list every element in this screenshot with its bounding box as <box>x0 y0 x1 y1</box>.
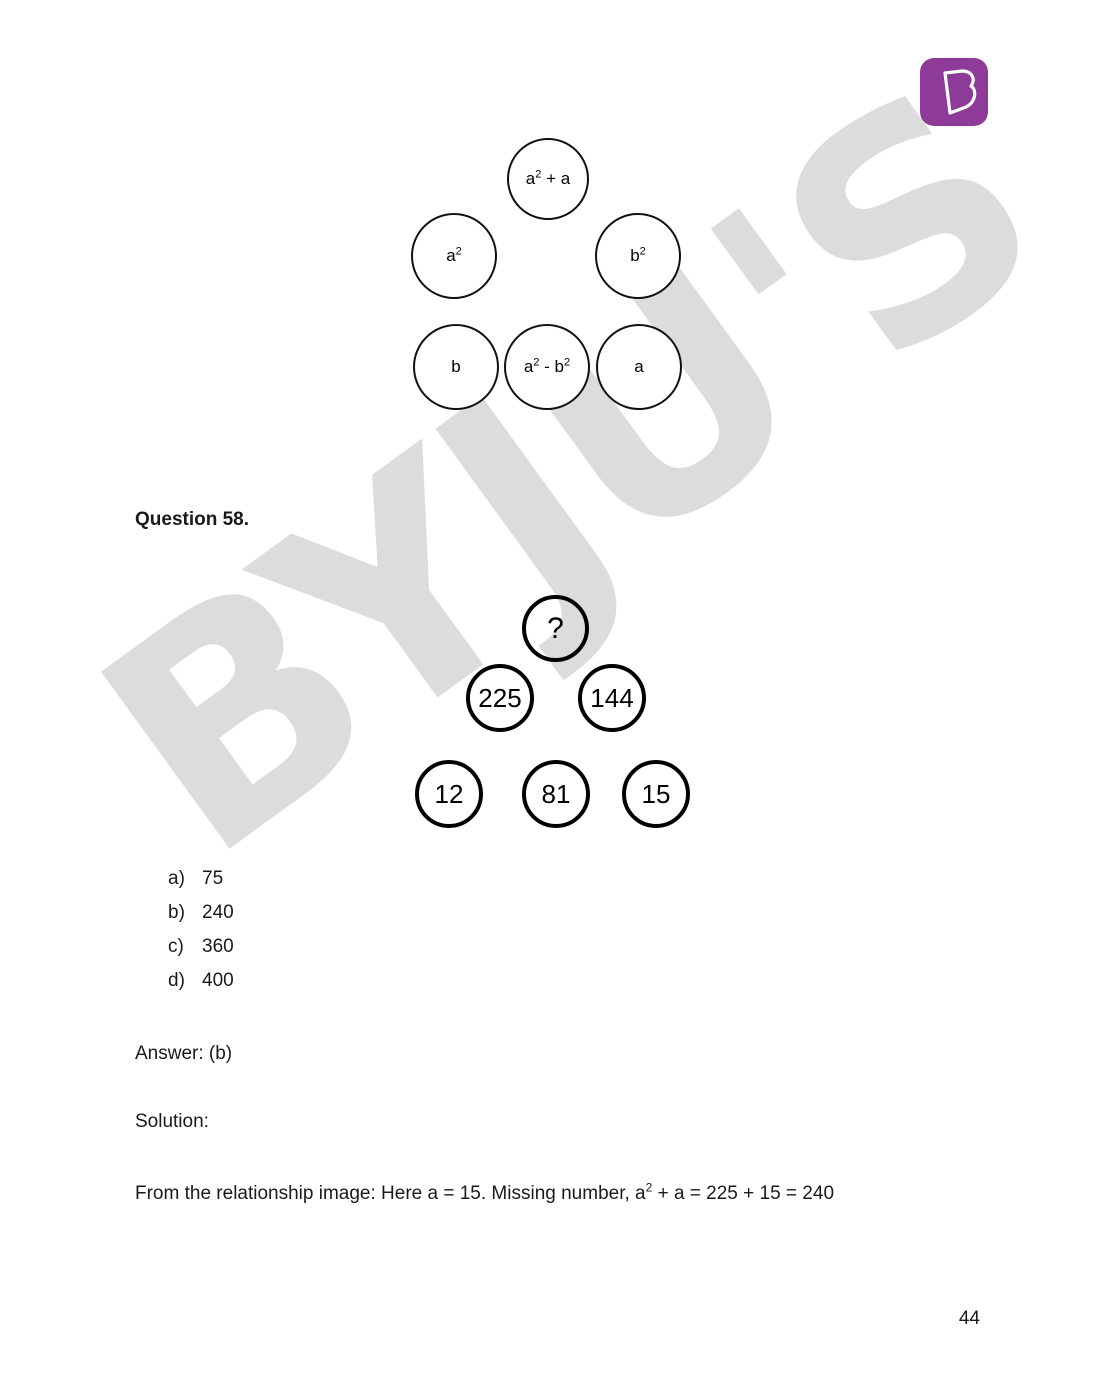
puzzle-node-bottom-mid-label: 81 <box>541 778 571 809</box>
relationship-node-mid-right-label: b2 <box>630 245 646 265</box>
answer-options-list: a) 75 b) 240 c) 360 d) 400 <box>168 862 234 998</box>
option-a-letter: a) <box>168 868 185 889</box>
solution-text-after: + a = 225 + 15 = 240 <box>652 1183 835 1204</box>
question-heading: Question 58. <box>135 509 250 530</box>
page-number: 44 <box>958 1308 980 1329</box>
relationship-diagram: a2 + a a2 b2 b a2 - b2 a <box>405 138 695 418</box>
relationship-node-top: a2 + a <box>507 138 589 220</box>
byjus-logo-icon <box>920 58 988 126</box>
relationship-node-mid-left-label: a2 <box>446 245 462 265</box>
option-c-letter: c) <box>168 936 184 957</box>
option-b-letter: b) <box>168 902 185 923</box>
option-c[interactable]: c) 360 <box>168 930 234 964</box>
option-a-value: 75 <box>202 868 224 889</box>
relationship-node-mid-right: b2 <box>595 213 681 299</box>
puzzle-node-bottom-left: 12 <box>415 760 483 828</box>
puzzle-node-mid-left: 225 <box>466 664 534 732</box>
puzzle-diagram: ? 225 144 12 81 15 <box>410 595 700 835</box>
puzzle-node-bottom-mid: 81 <box>522 760 590 828</box>
relationship-node-bottom-right-label: a <box>634 357 644 376</box>
solution-text-before: From the relationship image: Here a = 15… <box>135 1183 646 1204</box>
puzzle-node-bottom-right-label: 15 <box>641 778 671 809</box>
puzzle-node-top: ? <box>522 595 589 662</box>
puzzle-node-bottom-right: 15 <box>622 760 690 828</box>
relationship-node-bottom-left-label: b <box>451 357 461 376</box>
puzzle-node-mid-right-label: 144 <box>590 682 634 713</box>
option-a[interactable]: a) 75 <box>168 862 234 896</box>
relationship-node-bottom-mid: a2 - b2 <box>504 324 590 410</box>
solution-text: From the relationship image: Here a = 15… <box>135 1180 834 1209</box>
puzzle-node-top-label: ? <box>547 611 564 645</box>
option-b[interactable]: b) 240 <box>168 896 234 930</box>
puzzle-node-mid-right: 144 <box>578 664 646 732</box>
solution-exponent: 2 <box>645 1180 653 1195</box>
option-d-value: 400 <box>202 970 234 991</box>
relationship-node-bottom-right: a <box>596 324 682 410</box>
solution-label: Solution: <box>135 1111 209 1132</box>
relationship-node-mid-left: a2 <box>411 213 497 299</box>
relationship-node-top-label: a2 + a <box>525 168 571 188</box>
answer-line: Answer: (b) <box>135 1043 233 1064</box>
option-d[interactable]: d) 400 <box>168 964 234 998</box>
option-c-value: 360 <box>202 936 234 957</box>
relationship-node-bottom-left: b <box>413 324 499 410</box>
puzzle-node-bottom-left-label: 12 <box>434 778 464 809</box>
option-b-value: 240 <box>202 902 234 923</box>
puzzle-node-mid-left-label: 225 <box>478 682 522 713</box>
option-d-letter: d) <box>168 970 185 991</box>
relationship-node-bottom-mid-label: a2 - b2 <box>523 356 571 376</box>
